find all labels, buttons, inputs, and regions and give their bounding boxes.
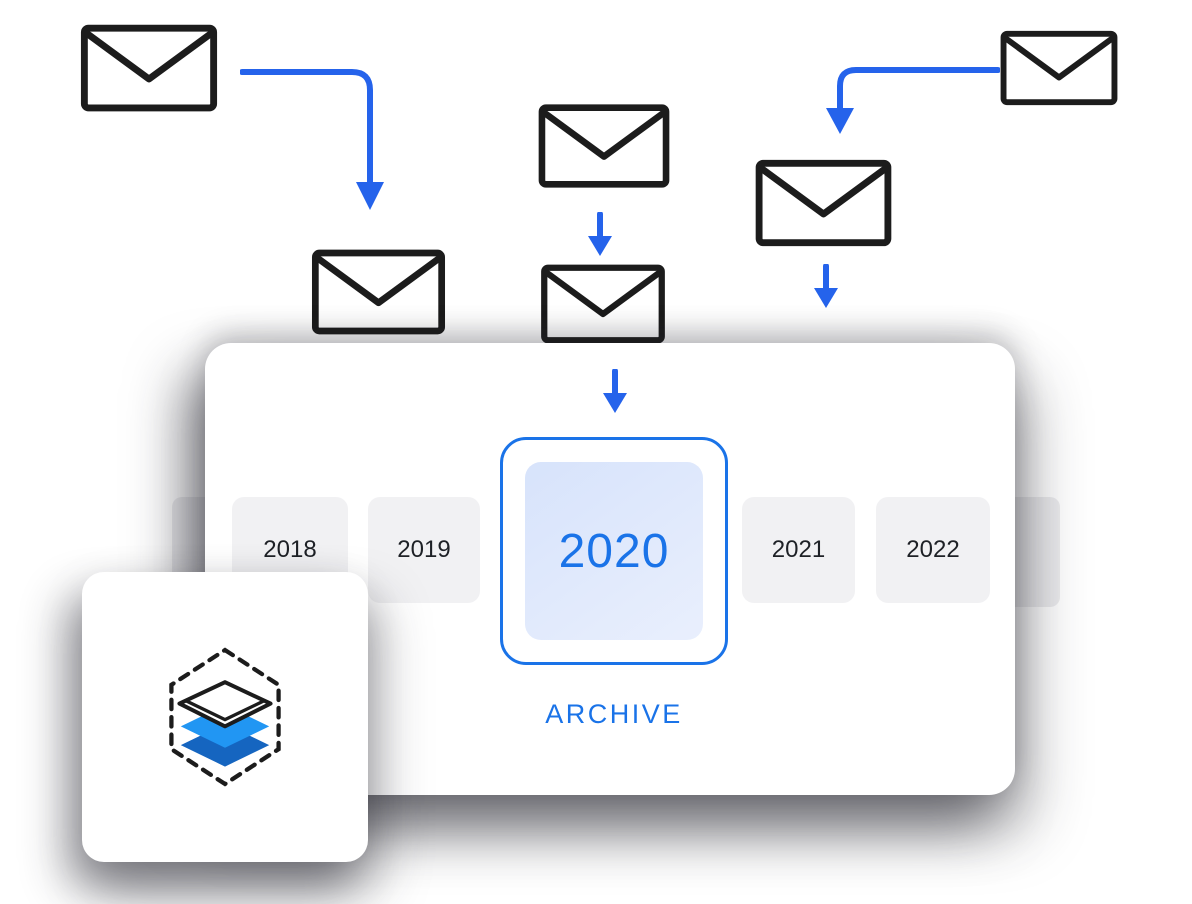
- envelope-icon: [755, 155, 892, 251]
- year-tile-label: 2022: [906, 536, 960, 563]
- elbow-arrow-right-down-icon: [240, 54, 392, 222]
- year-tile-2020-selected[interactable]: 2020: [500, 437, 728, 665]
- archive-app-card: [82, 572, 368, 862]
- year-tile-stub-right: [1014, 497, 1060, 607]
- envelope-icon: [536, 264, 670, 344]
- year-tile-2021[interactable]: 2021: [742, 497, 855, 603]
- year-tile-label: 2018: [263, 536, 317, 563]
- arrow-down-icon: [601, 369, 629, 415]
- year-tile-label: 2021: [771, 536, 826, 563]
- archive-label: ARCHIVE: [545, 699, 683, 729]
- elbow-arrow-left-down-icon: [798, 54, 1000, 142]
- year-tile-2022[interactable]: 2022: [876, 497, 990, 603]
- year-tile-2019[interactable]: 2019: [368, 497, 480, 603]
- archive-stack-hexagon-icon: [157, 646, 293, 788]
- year-tile-label: 2019: [397, 536, 451, 563]
- envelope-icon: [1000, 24, 1118, 112]
- envelope-icon: [78, 24, 220, 112]
- selected-year-tile: 2020: [525, 462, 703, 640]
- arrow-down-icon: [586, 212, 614, 258]
- year-tile-label: 2020: [558, 524, 670, 578]
- archive-panel: 2018 2019 2020 2021 2022 ARCHIVE: [205, 343, 1015, 795]
- arrow-down-icon: [812, 264, 840, 310]
- envelope-icon: [538, 100, 670, 192]
- envelope-icon: [308, 249, 449, 335]
